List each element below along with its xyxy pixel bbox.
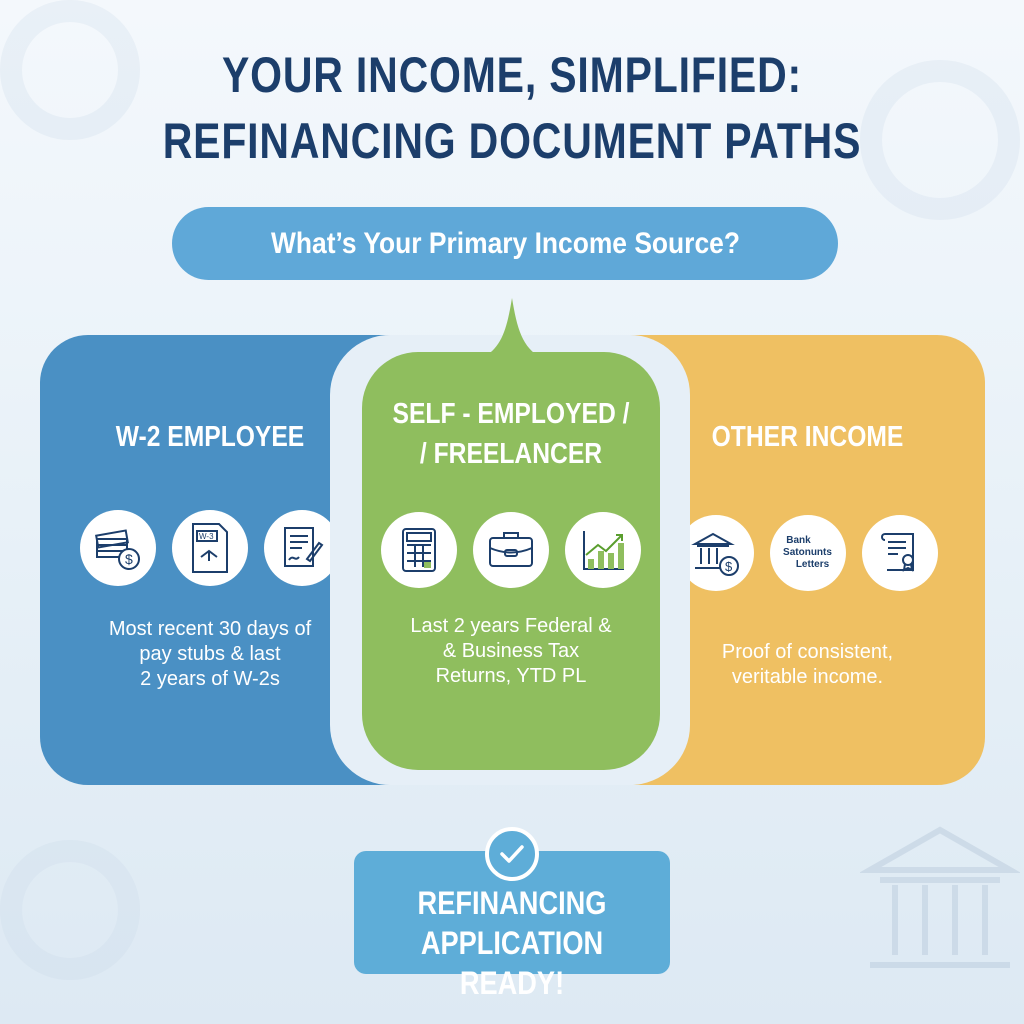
result-line2: APPLICATION READY! [420, 925, 604, 1001]
result-line1: REFINANCING [417, 885, 607, 921]
path-heading: OTHER INCOME [711, 421, 904, 453]
path-description: Proof of consistent,veritable income. [721, 641, 894, 688]
svg-text:W-3: W-3 [199, 532, 214, 541]
svg-text:$: $ [125, 551, 133, 567]
cash-stack-icon: $ [80, 510, 156, 586]
calculator-icon [381, 512, 457, 588]
background-bank-icon [860, 826, 1020, 968]
bank-icon: $ [677, 515, 754, 591]
page-title-line2: REFINANCING DOCUMENT PATHS [162, 113, 862, 169]
background-gear-icon [0, 840, 140, 980]
briefcase-icon [473, 512, 549, 588]
path-heading: W-2 EMPLOYEE [115, 421, 305, 453]
signed-document-icon [264, 510, 340, 586]
svg-text:$: $ [725, 559, 733, 574]
path-heading: SELF - EMPLOYED // FREELANCER [392, 398, 630, 470]
page-title-line1: YOUR INCOME, SIMPLIFIED: [221, 47, 803, 103]
growth-chart-icon [565, 512, 641, 588]
question-banner: What’s Your Primary Income Source? [172, 207, 838, 280]
question-text: What’s Your Primary Income Source? [270, 226, 740, 260]
checkmark-icon [485, 827, 539, 881]
path-self-employed[interactable]: SELF - EMPLOYED // FREELANCER Last 2 yea… [362, 352, 660, 770]
certificate-icon [861, 515, 938, 591]
w2-form-icon: W-3 [172, 510, 248, 586]
pointer-peak [482, 298, 542, 358]
